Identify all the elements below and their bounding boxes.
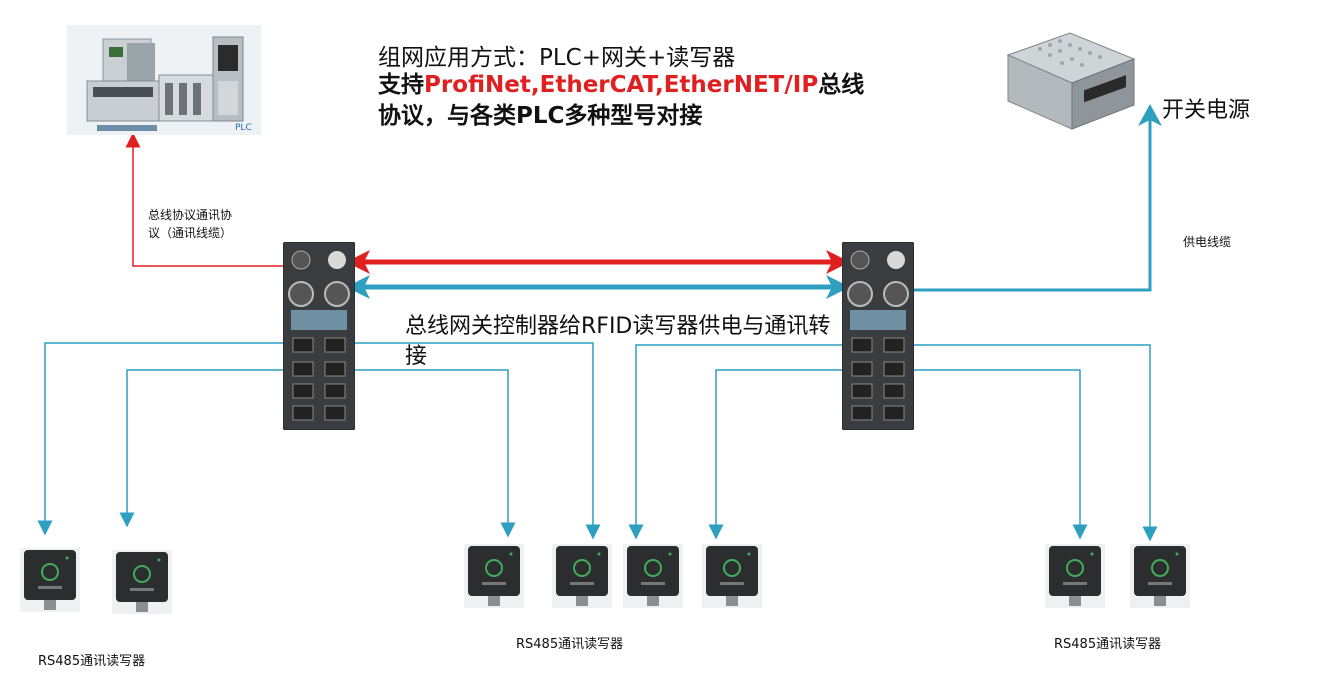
- gateway-description-label: 总线网关控制器给RFID读写器供电与通讯转接: [405, 314, 831, 369]
- gateway-controller-2: [841, 241, 915, 431]
- rfid-reader-3: [464, 544, 524, 612]
- rfid-reader-4: [552, 544, 612, 612]
- plc-device: PLC: [67, 25, 261, 135]
- rfid-reader-5: [623, 544, 683, 612]
- power-cable-label: 供电线缆: [1183, 235, 1232, 249]
- reader-group-label-1: RS485通讯读写器: [38, 654, 146, 669]
- power-supply-label: 开关电源: [1162, 98, 1251, 123]
- heading-line1: 组网应用方式：PLC+网关+读写器: [378, 45, 736, 71]
- gateway-bus-link: [346, 250, 850, 274]
- bus-protocol-label: 总线协议通讯协议（通讯线缆）: [148, 208, 233, 240]
- gateway-controller-1: [282, 241, 356, 431]
- rfid-reader-2: [112, 550, 172, 618]
- rfid-reader-7: [1045, 544, 1105, 612]
- support-prefix: 支持: [378, 72, 424, 98]
- reader-cables-group-1: [37, 342, 601, 540]
- reader-group-label-2: RS485通讯读写器: [516, 637, 624, 652]
- protocol-list: ProfiNet,EtherCAT,EtherNET/IP: [424, 72, 819, 98]
- rfid-reader-6: [702, 544, 762, 612]
- power-supply-device: [1000, 25, 1140, 135]
- power-cable: [910, 104, 1162, 292]
- plc-caption: PLC: [235, 123, 252, 133]
- plc-bus-line: [125, 132, 290, 267]
- reader-cables-group-2: [628, 344, 1158, 542]
- support-suffix: 总线协议，与各类PLC多种型号对接: [378, 72, 865, 129]
- heading-support: 支持ProfiNet,EtherCAT,EtherNET/IP总线协议，与各类P…: [378, 70, 878, 132]
- rfid-reader-1: [20, 548, 80, 616]
- rfid-reader-8: [1130, 544, 1190, 612]
- gateway-power-link: [346, 275, 850, 299]
- reader-group-label-3: RS485通讯读写器: [1054, 637, 1162, 652]
